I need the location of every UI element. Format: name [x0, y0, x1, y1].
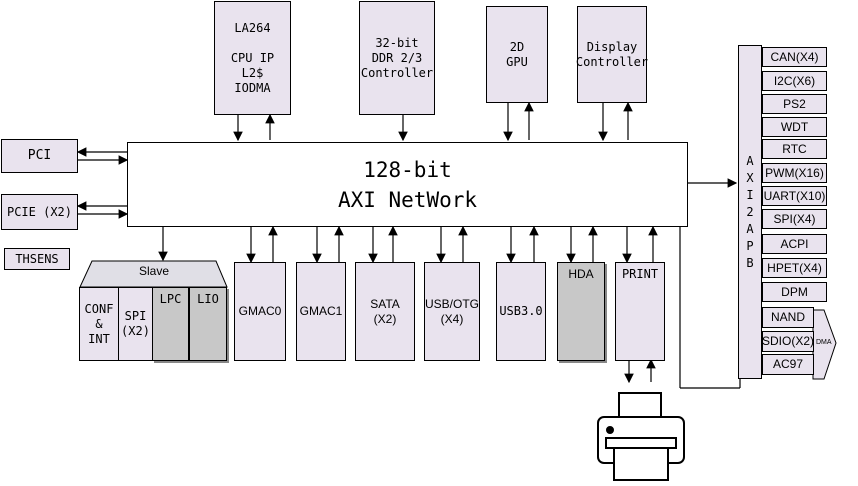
apb-char: X: [746, 170, 754, 185]
apb-ps2: PS2: [762, 94, 827, 114]
apb-hpet: HPET(X4): [762, 258, 827, 278]
apb-char: A: [746, 153, 754, 168]
apb-char: P: [746, 238, 754, 253]
apb-char: B: [746, 255, 754, 270]
lio-block: LIO: [189, 287, 227, 361]
apb-wdt: WDT: [762, 117, 827, 137]
axi-network-box: 128-bit AXI NetWork: [127, 142, 688, 227]
apb-char: A: [746, 221, 754, 236]
dma-ac97: AC97: [762, 354, 814, 375]
dma-label: DMA: [816, 339, 832, 346]
usb3-block: USB3.0: [496, 262, 546, 361]
usb-otg-block: USB/OTG (X4): [424, 262, 480, 361]
apb-acpi: ACPI: [762, 234, 827, 254]
print-block: PRINT: [615, 262, 665, 361]
apb-char: I: [746, 187, 754, 202]
apb-rtc: RTC: [762, 139, 827, 159]
pcie-block: PCIE (X2): [1, 194, 78, 230]
hda-block: HDA: [557, 262, 605, 361]
apb-uart: UART(X10): [762, 186, 827, 206]
network-width-label: 128-bit: [363, 157, 452, 182]
apb-can: CAN(X4): [762, 47, 827, 67]
apb-char: 2: [746, 204, 754, 219]
apb-dpm: DPM: [762, 282, 827, 302]
printer-icon: [597, 392, 685, 481]
slave-header-shape: [79, 260, 228, 288]
pci-block: PCI: [1, 139, 78, 173]
slave-title: Slave: [138, 264, 170, 278]
sata-block: SATA (X2): [355, 262, 415, 361]
cpu-block: LA264 CPU IP L2$ IODMA: [214, 1, 291, 115]
dma-sdio: SDIO(X2): [762, 331, 814, 352]
display-controller-block: Display Controller: [576, 6, 648, 103]
ddr-controller-block: 32-bit DDR 2/3 Controller: [359, 1, 435, 115]
gmac0-block: GMAC0: [234, 262, 286, 361]
lpc-block: LPC: [152, 287, 189, 361]
network-name-label: AXI NetWork: [337, 187, 478, 212]
apb-pwm: PWM(X16): [762, 163, 827, 183]
axi2apb-bridge: A X I 2 A P B: [738, 45, 762, 379]
slave-spi-block: SPI (X2): [118, 287, 153, 361]
gmac1-block: GMAC1: [296, 262, 346, 361]
dma-nand: NAND: [762, 307, 814, 328]
apb-i2c: I2C(X6): [762, 71, 827, 91]
conf-int-block: CONF & INT: [79, 287, 119, 361]
apb-spi: SPI(X4): [762, 209, 827, 229]
thsens-block: THSENS: [4, 248, 70, 270]
gpu-block: 2D GPU: [486, 6, 548, 103]
